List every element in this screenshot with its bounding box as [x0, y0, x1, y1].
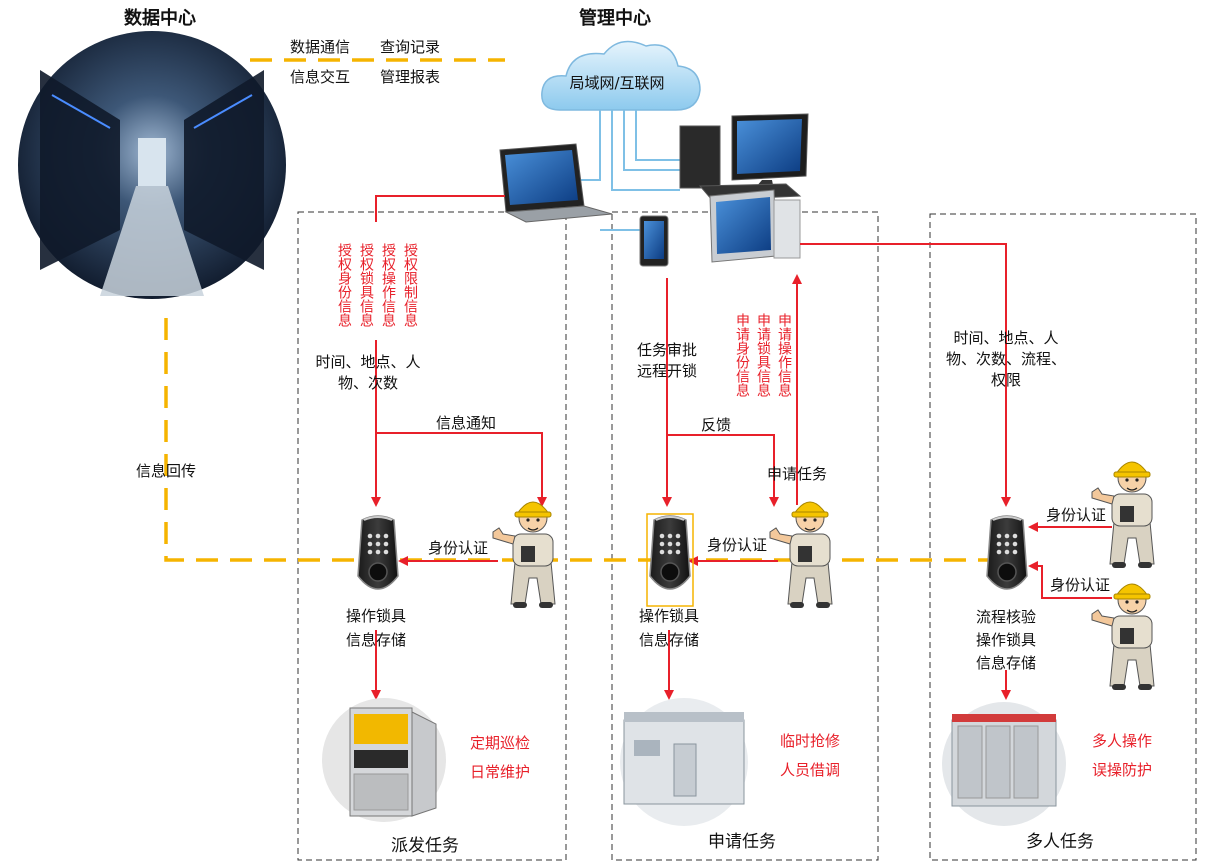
panel1-auth-label: 身份认证: [428, 539, 488, 557]
panel1-scenario-line2: 日常维护: [470, 763, 530, 781]
panel2-lock-info-line1: 操作锁具: [639, 607, 699, 625]
panel3-params-line1: 时间、地点、人: [953, 329, 1058, 347]
tablet-icon: [639, 215, 669, 267]
switchgear-image: [942, 702, 1066, 826]
panel1-scenario-line1: 定期巡检: [470, 734, 530, 752]
panel1-params-line1: 时间、地点、人: [315, 353, 420, 371]
terminal-icon: [709, 189, 801, 263]
apply-lock-label: 申请锁具信息: [755, 313, 771, 397]
panel2-scenario-line1: 临时抢修: [780, 732, 840, 750]
link-label-query-records: 查询记录: [380, 38, 440, 56]
panel3-auth-label-1: 身份认证: [1046, 506, 1106, 524]
panel3-auth-label-2: 身份认证: [1050, 576, 1110, 594]
cabinet-image: [322, 698, 446, 822]
panel2-approve-line1: 任务审批: [637, 341, 697, 359]
smart-lock-icon: [649, 515, 691, 590]
panel1-lock-info-line1: 操作锁具: [346, 607, 406, 625]
desktop-monitor-icon: [679, 113, 809, 201]
panel2-scenario-line2: 人员借调: [780, 761, 840, 779]
panel3-lock-info-line3: 信息存储: [976, 654, 1036, 672]
smart-lock-icon: [357, 515, 399, 590]
panel3-scenario-line2: 误操防护: [1092, 761, 1152, 779]
link-label-info-exchange: 信息交互: [290, 68, 350, 86]
apply-identity-label: 申请身份信息: [734, 313, 750, 397]
panel-multi-border: [929, 213, 1197, 861]
link-label-data-comm: 数据通信: [290, 38, 350, 56]
info-return-label: 信息回传: [136, 462, 196, 480]
panel2-task-title: 申请任务: [708, 832, 776, 852]
panel3-lock-info-line2: 操作锁具: [976, 631, 1036, 649]
feedback-label: 反馈: [701, 416, 731, 434]
cloud-icon: [541, 40, 701, 111]
apply-operation-label: 申请操作信息: [776, 313, 792, 397]
link-label-mgmt-reports: 管理报表: [380, 68, 440, 86]
panel-dispatch-border: [297, 211, 567, 861]
worker-icon: [492, 501, 556, 609]
panel3-params-line3: 权限: [991, 371, 1021, 389]
auth-limit-label: 授权限制信息: [402, 243, 418, 327]
panel3-lock-info-line1: 流程核验: [976, 608, 1036, 626]
auth-identity-label: 授权身份信息: [336, 243, 352, 327]
panel1-lock-info-line2: 信息存储: [346, 631, 406, 649]
panel3-params-line2: 物、次数、流程、: [946, 350, 1066, 368]
panel2-auth-label: 身份认证: [707, 536, 767, 554]
panel2-approve-line2: 远程开锁: [637, 362, 697, 380]
worker-icon: [1091, 583, 1155, 691]
prefab-house-image: [620, 698, 748, 826]
cloud-label: 局域网/互联网: [569, 74, 664, 92]
panel1-params-line2: 物、次数: [338, 374, 398, 392]
panel3-scenario-line1: 多人操作: [1092, 732, 1152, 750]
auth-lock-label: 授权锁具信息: [358, 243, 374, 327]
data-center-title: 数据中心: [124, 7, 196, 29]
panel1-task-title: 派发任务: [391, 836, 459, 856]
info-notify-label: 信息通知: [436, 414, 496, 432]
panel3-task-title: 多人任务: [1026, 832, 1094, 852]
auth-operation-label: 授权操作信息: [380, 243, 396, 327]
yellow-link-bottom: [164, 318, 990, 562]
laptop-icon: [499, 143, 613, 223]
lock-highlight-frame: [646, 513, 694, 607]
apply-task-label: 申请任务: [767, 465, 827, 483]
apply-labels-group: 申请身份信息 申请锁具信息 申请操作信息: [734, 294, 796, 414]
auth-labels-group: 授权身份信息 授权锁具信息 授权操作信息 授权限制信息: [336, 222, 418, 340]
worker-icon: [769, 501, 833, 609]
data-center-image: [18, 31, 286, 299]
panel2-lock-info-line2: 信息存储: [639, 631, 699, 649]
smart-lock-icon: [986, 515, 1028, 590]
management-center-title: 管理中心: [579, 7, 651, 29]
